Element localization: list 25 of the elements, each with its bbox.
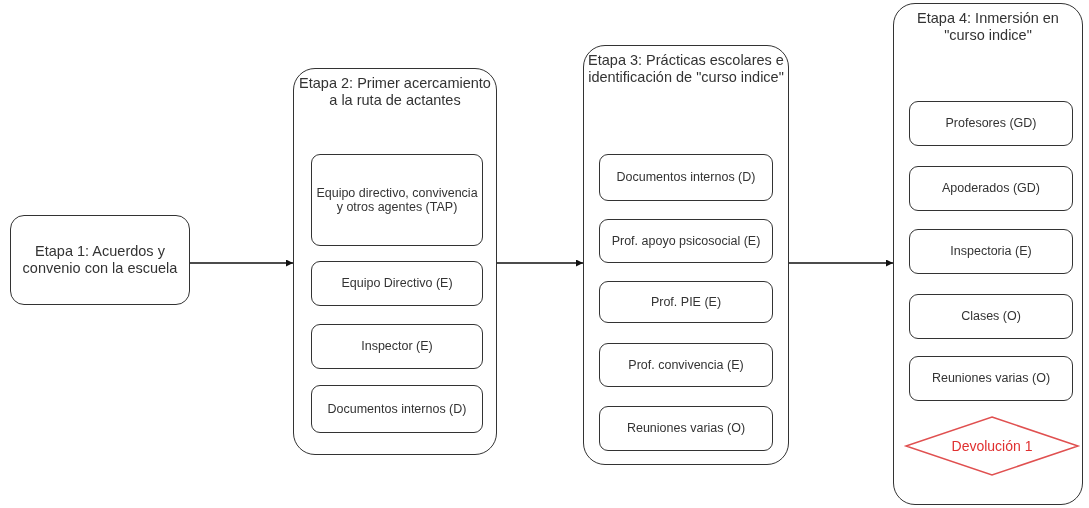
actor-box: Reuniones varias (O): [909, 356, 1073, 401]
actor-box: Clases (O): [909, 294, 1073, 339]
stage-heading: Etapa 3: Prácticas escolares e identificación de "curso indice": [587, 52, 785, 86]
decision-label: Devolución 1: [951, 437, 1033, 455]
arrow: [496, 259, 584, 267]
actor-box: Profesores (GD): [909, 101, 1073, 146]
actor-box: Documentos internos (D): [311, 385, 483, 433]
stage-container: [583, 45, 789, 465]
actor-box: Reuniones varias (O): [599, 406, 773, 451]
actor-box: Inspector (E): [311, 324, 483, 369]
actor-box: Apoderados (GD): [909, 166, 1073, 211]
stage-heading: Etapa 4: Inmersión en "curso indice": [916, 10, 1060, 44]
arrow: [189, 259, 294, 267]
stage-heading: Etapa 2: Primer acercamiento a la ruta de actantes: [298, 75, 492, 109]
stage-container: [293, 68, 497, 455]
actor-box: Equipo directivo, convivencia y otros agentes (TAP): [311, 154, 483, 246]
actor-box: Equipo Directivo (E): [311, 261, 483, 306]
actor-box: Prof. apoyo psicosocial (E): [599, 219, 773, 263]
arrow: [788, 259, 894, 267]
stage-container: [893, 3, 1083, 505]
actor-box: Inspectoria (E): [909, 229, 1073, 274]
actor-box: Prof. convivencia (E): [599, 343, 773, 387]
actor-box: Prof. PIE (E): [599, 281, 773, 323]
actor-box: Documentos internos (D): [599, 154, 773, 201]
stage-box: Etapa 1: Acuerdos y convenio con la escuela: [10, 215, 190, 305]
